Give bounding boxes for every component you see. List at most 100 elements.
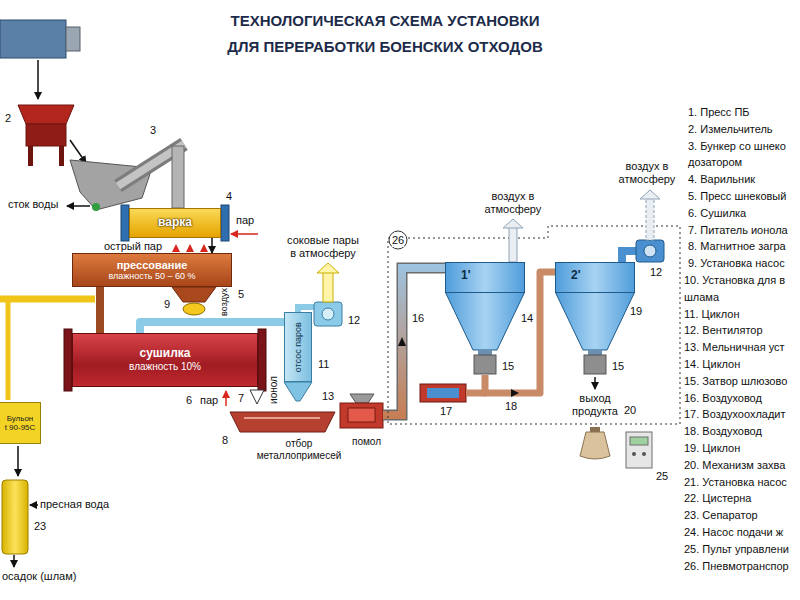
legend-list-item: 13. Мельничная уст [684,339,785,356]
callout-number: 7 [238,392,244,405]
press-pipe [96,287,104,333]
node-note: влажность 50 – 60 % [108,271,195,281]
callout-number: 4 [226,190,232,203]
flow-arrow [398,337,406,346]
motor [66,27,80,51]
callout-number: 16 [412,312,424,325]
press-outlet [172,287,216,302]
steam-jet [172,244,180,252]
product-bag [580,432,610,459]
mill-window [348,408,375,422]
legend-list-item: 5. Пресс шнековый [688,188,786,205]
callout-number: 25 [656,470,668,483]
callout-number: 18 [505,400,517,413]
callout-circle [389,231,407,249]
flow-arrow [70,140,86,163]
callout-number: 14 [521,312,533,325]
legend-list-item: 25. Пульт управлени [684,541,789,558]
sluice-gate [474,355,496,374]
callout-number: 19 [630,305,642,318]
screw-press: прессованиевлажность 50 – 60 % [72,253,232,287]
cyclone-body [445,262,525,375]
cyclone-body [555,262,635,375]
flow-arrow [37,60,39,99]
callout-number: 3 [150,124,156,137]
ionol-feeder [250,390,264,404]
node-title: варка [158,216,192,230]
node-title: 1' [461,269,471,283]
annotation: помол [352,436,381,448]
callout-number: 13 [322,390,334,403]
flow-arrow [17,446,19,476]
annotation: ионол [268,376,280,404]
annotation: воздух [219,288,230,316]
callout-number: 2 [5,112,11,125]
cyclone-cone [446,293,525,351]
product-arrow [594,377,596,389]
legend-list-item: 20. Механизм захва [684,457,785,474]
callout-number: 12 [650,266,662,279]
node-note: влажность 10% [129,361,201,373]
callout-number: 9 [164,298,170,311]
legend-list-item: 26. Пневмотранспор [684,558,789,575]
node-title: Бульон [7,414,34,423]
cooking-vessel: варка [129,208,221,238]
sluice-gate [584,355,606,374]
legend-list-item: 24. Насос подачи ж [684,524,783,541]
steam-arrow [231,233,258,235]
mill [340,403,383,428]
magnetic-trough [230,412,335,432]
callout-number: 15 [612,360,624,373]
flow-arrow [211,238,213,253]
exhaust-pipe [323,272,333,302]
chopper-leg [59,146,64,166]
panel-display [630,437,648,445]
legend-list-item: 2. Измельчитель [688,121,773,138]
fan-rotor [644,245,656,257]
annotation: пар [200,394,218,407]
legend-list-item: 17. Воздухоохладит [684,406,786,423]
legend-list-item: 22. Цистерна [684,490,751,507]
air-cooler [420,384,466,402]
legend-list-item: 19. Циклон [684,440,740,457]
legend-list-item: 8. Магнитное загра [688,238,786,255]
node-title: 2' [571,269,581,283]
press-machine [0,20,66,58]
fan [636,240,664,262]
legend-list-item: 3. Бункер со шнеко дозатором [688,138,798,172]
broth-pipe [0,296,95,303]
legend-list-item: 14. Циклон [684,356,740,373]
annotation: пресная вода [40,498,109,511]
callout-number: 15 [502,360,514,373]
legend-list-item: 12. Вентилятор [684,322,763,339]
separator [2,480,28,554]
exhaust-arrow [640,190,660,199]
fan-duct [622,251,636,262]
drain-valve [92,203,100,211]
callout-number: 6 [186,394,192,407]
annotation: отбор металлопримесей [256,438,342,462]
exhaust-pipe [646,198,654,240]
product-cyclone: 2' [555,262,635,375]
callout-number: 12 [348,314,360,327]
legend-list-item: 6. Сушилка [688,205,746,222]
cyclone-cone [284,382,312,401]
chopper-leg [28,146,33,166]
legend-list-item: 16. Воздуховод [684,390,762,407]
dryer-flange [258,329,266,391]
vessel-flange [221,205,229,241]
fan [314,302,342,326]
callout-number: 8 [222,434,228,447]
mill-hopper [350,394,374,403]
dryer-flange [64,329,72,391]
steam-arrow [225,391,227,406]
broth-tank: Бульонt 90-95С [0,402,41,444]
cyclone-cone [556,293,635,351]
annotation: выход продукта [569,392,621,418]
callout-number: 17 [440,405,452,418]
panel-button [632,452,636,456]
legend-list-item: 11. Циклон [684,306,739,323]
